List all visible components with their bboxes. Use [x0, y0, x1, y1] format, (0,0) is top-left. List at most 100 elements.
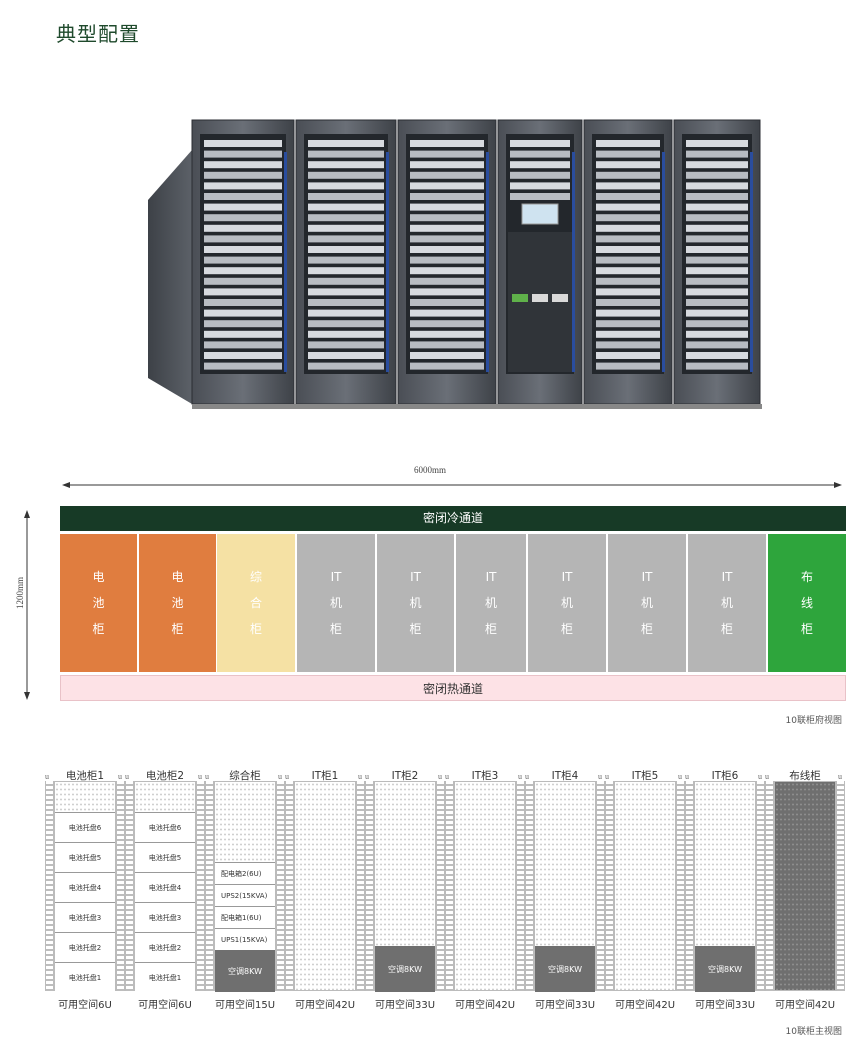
top-view-cabinet-battery: 电池柜 [139, 534, 216, 672]
front-view-cabinet-name: 电池柜2 [145, 770, 185, 782]
u-label: u [205, 772, 209, 781]
battery-tray: 电池托盘4 [135, 872, 195, 902]
battery-tray: 电池托盘1 [55, 962, 115, 992]
cabinet-char: 柜 [409, 622, 422, 636]
cabinet-char: 综 [249, 570, 262, 584]
cabinet-char: 柜 [171, 622, 184, 636]
u-label: u [518, 772, 522, 781]
u-scale-rail [116, 781, 125, 991]
u-scale-rail [365, 781, 374, 991]
front-view-cabinet-name: 综合柜 [229, 770, 261, 782]
front-view-cabinet-name: 布线柜 [789, 770, 821, 782]
u-label: u [278, 772, 282, 781]
u-scale-rail [436, 781, 445, 991]
u-scale-rail [125, 781, 134, 991]
integrated-component: UPS2(15KVA) [215, 884, 275, 906]
width-dimension-label: 6000mm [413, 465, 446, 475]
u-scale-rail [685, 781, 694, 991]
front-view-cabinet-name: IT柜2 [391, 770, 419, 782]
cabinet-char: 机 [409, 596, 422, 610]
cold-aisle: 密闭冷通道 [60, 506, 846, 531]
available-space-label: 可用空间42U [454, 1000, 516, 1011]
top-view-caption: 10联柜府视图 [785, 716, 842, 726]
u-label: u [605, 772, 609, 781]
u-scale-rail [765, 781, 774, 991]
battery-tray: 电池托盘3 [55, 902, 115, 932]
u-scale-rail [525, 781, 534, 991]
u-label: u [285, 772, 289, 781]
u-scale-rail [596, 781, 605, 991]
battery-tray: 电池托盘2 [55, 932, 115, 962]
front-view-cabinet-body [774, 781, 836, 991]
u-label: u [765, 772, 769, 781]
depth-dimension-arrow [24, 510, 30, 700]
u-label: u [838, 772, 842, 781]
front-view-cabinet-body: 空调8KW [374, 781, 436, 992]
u-label: u [685, 772, 689, 781]
u-scale-rail [605, 781, 614, 991]
front-view-cabinet-body: 空调8KW [534, 781, 596, 992]
u-scale-rail [445, 781, 454, 991]
cabinet-char: IT [561, 570, 573, 584]
front-view-caption: 10联柜主视图 [785, 1027, 842, 1037]
cabinet-char: 电 [171, 570, 184, 584]
u-scale-rail [516, 781, 525, 991]
u-scale-rail [356, 781, 365, 991]
u-scale-rail [45, 781, 54, 991]
available-space-label: 可用空间33U [534, 1000, 596, 1011]
cabinet-char: 柜 [720, 622, 733, 636]
battery-tray: 电池托盘5 [55, 842, 115, 872]
available-space-label: 可用空间42U [774, 1000, 836, 1011]
cabinet-char: 线 [800, 596, 813, 610]
cabinet-char: 机 [720, 596, 733, 610]
air-conditioner-unit: 空调8KW [695, 946, 755, 992]
cabinet-char: 机 [484, 596, 497, 610]
cabinet-char: IT [641, 570, 653, 584]
front-view-cabinet-name: IT柜4 [551, 770, 579, 782]
cabinet-char: 电 [92, 570, 105, 584]
air-conditioner-unit: 空调8KW [215, 950, 275, 992]
front-view-cabinet-body: 空调8KW [694, 781, 756, 992]
u-label: u [198, 772, 202, 781]
cabinet-row-illustration [148, 119, 762, 409]
available-space-label: 可用空间33U [694, 1000, 756, 1011]
u-scale-rail [676, 781, 685, 991]
u-label: u [125, 772, 129, 781]
battery-tray: 电池托盘4 [55, 872, 115, 902]
available-space-label: 可用空间33U [374, 1000, 436, 1011]
front-view-cabinet-name: IT柜6 [711, 770, 739, 782]
front-view-cabinet-body: 配电箱2(6U)UPS2(15KVA)配电箱1(6U)UPS1(15KVA)空调… [214, 781, 276, 992]
integrated-component: 配电箱1(6U) [215, 906, 275, 928]
cabinet-char: 柜 [800, 622, 813, 636]
top-view-cabinet-it: IT 机柜 [377, 534, 454, 672]
cabinet-char: 柜 [249, 622, 262, 636]
width-dimension-arrow [62, 482, 842, 488]
front-view-cabinet-name: IT柜1 [311, 770, 339, 782]
battery-tray: 电池托盘6 [135, 812, 195, 842]
u-scale-rail [205, 781, 214, 991]
cabinet-char: 柜 [329, 622, 342, 636]
cabinet-char: IT [410, 570, 421, 584]
available-space-label: 可用空间6U [58, 1000, 112, 1011]
u-label: u [445, 772, 449, 781]
top-view-cabinet-integrated: 综合柜 [217, 534, 295, 672]
cabinet-char: 柜 [560, 622, 573, 636]
u-label: u [525, 772, 529, 781]
integrated-component: UPS1(15KVA) [215, 928, 275, 950]
front-view-cabinet-body [294, 781, 356, 991]
integrated-component: 配电箱2(6U) [215, 862, 275, 884]
battery-tray: 电池托盘1 [135, 962, 195, 992]
battery-tray: 电池托盘6 [55, 812, 115, 842]
u-scale-rail [276, 781, 285, 991]
hot-aisle: 密闭热通道 [60, 675, 846, 701]
top-view-cabinet-wiring: 布线柜 [768, 534, 846, 672]
cabinet-char: 柜 [484, 622, 497, 636]
page-title: 典型配置 [56, 22, 140, 46]
u-label: u [438, 772, 442, 781]
u-label: u [365, 772, 369, 781]
front-view-cabinet-name: 电池柜1 [65, 770, 105, 782]
